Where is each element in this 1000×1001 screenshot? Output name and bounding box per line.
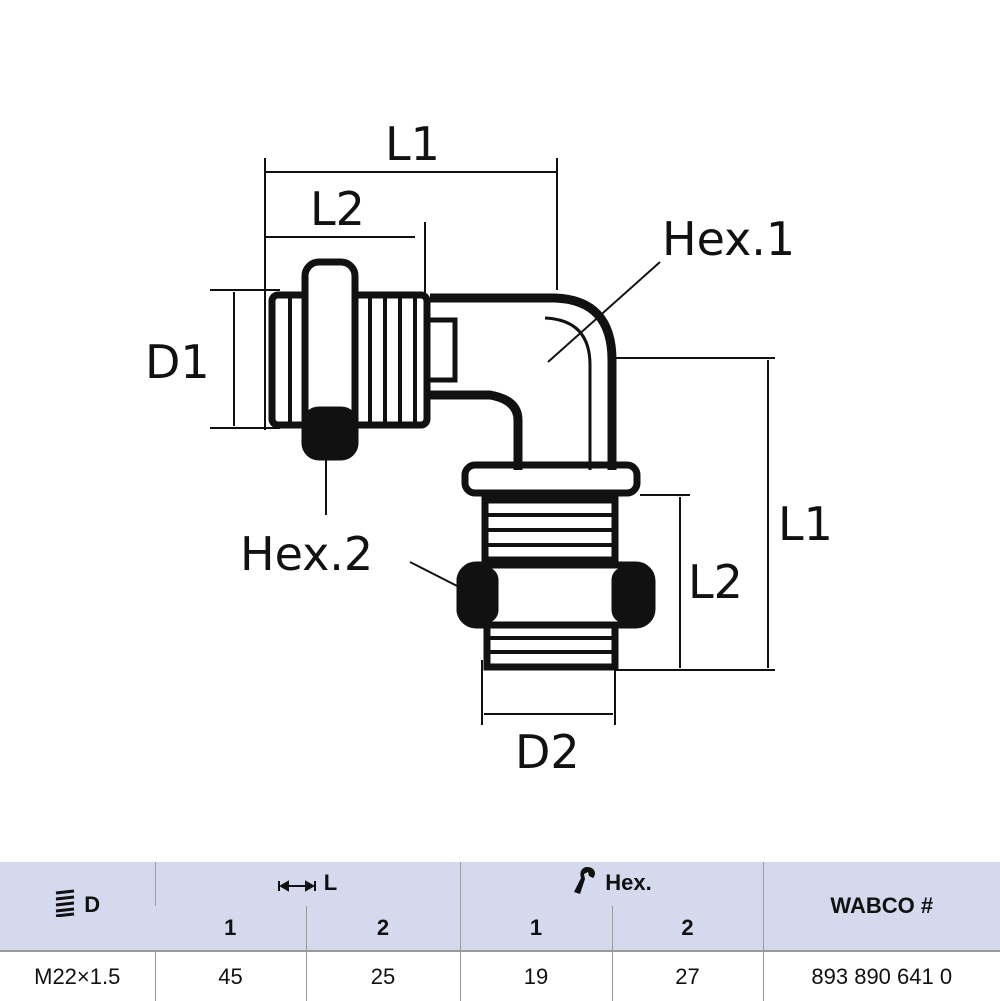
cell-wabco: 893 890 641 0 — [762, 950, 1000, 1001]
header-hex2: 2 — [611, 906, 763, 951]
header-d-label: D — [84, 891, 101, 917]
upper-thread — [268, 258, 431, 461]
thread-icon — [54, 889, 76, 923]
label-right-l2: L2 — [688, 555, 743, 609]
label-top-l2: L2 — [310, 182, 365, 236]
header-wabco: WABCO # — [762, 862, 1000, 951]
wrench-icon — [571, 866, 597, 902]
header-d: D — [0, 862, 155, 951]
cell-l1: 45 — [154, 950, 306, 1001]
label-hex2: Hex.2 — [240, 527, 373, 581]
table-row: M22×1.5 45 25 19 27 893 890 641 0 — [0, 950, 1000, 1001]
header-l-label: L — [323, 870, 338, 896]
elbow-body — [430, 293, 617, 470]
cell-hex2: 27 — [611, 950, 763, 1001]
header-hex-label: Hex. — [605, 869, 652, 895]
label-right-l1: L1 — [778, 497, 833, 551]
cell-d: M22×1.5 — [0, 950, 155, 1001]
label-d2: D2 — [515, 725, 580, 779]
dimension-lines — [210, 158, 775, 725]
label-hex1: Hex.1 — [662, 212, 795, 266]
elbow-fitting-drawing: L1 L2 D1 Hex.1 Hex.2 L1 L2 D2 — [145, 117, 833, 779]
label-top-l1: L1 — [385, 117, 440, 171]
header-l2: 2 — [305, 906, 460, 951]
length-arrow-icon — [277, 872, 316, 898]
header-hex: Hex. — [459, 862, 763, 906]
lower-thread — [456, 461, 656, 671]
header-hex1: 1 — [459, 906, 612, 951]
cell-l2: 25 — [305, 950, 460, 1001]
header-l: L — [154, 862, 460, 906]
cell-hex1: 19 — [459, 950, 612, 1001]
header-l1: 1 — [155, 906, 306, 951]
specs-table: D L Hex. WABCO # 1 2 1 2 M22×1.5 45 25 1… — [0, 862, 1000, 1001]
label-d1: D1 — [145, 335, 210, 389]
